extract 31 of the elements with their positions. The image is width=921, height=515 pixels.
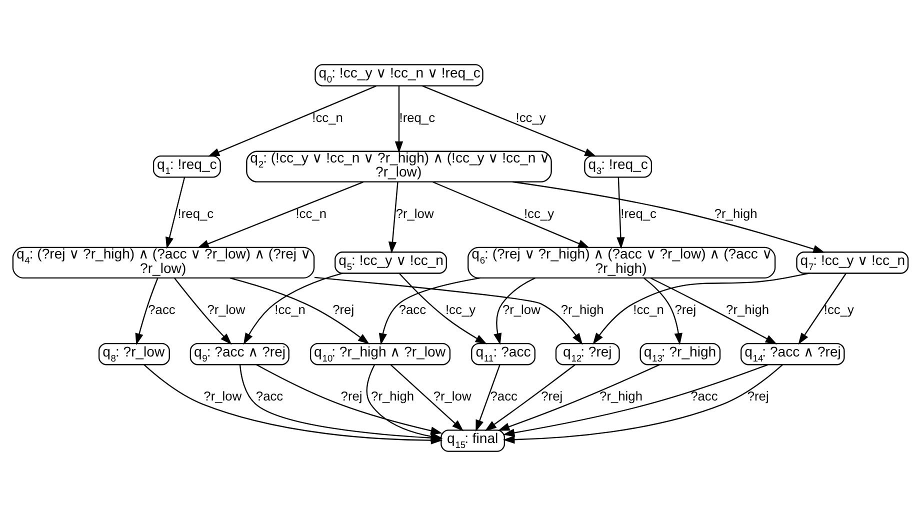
edge-label: ?acc	[690, 388, 718, 404]
edge-label: ?r_low	[207, 302, 246, 316]
edge-label: !cc_n	[274, 302, 306, 316]
edge-label: ?acc	[490, 388, 518, 404]
edge-label: ?r_low	[396, 205, 434, 220]
edge-label: !req_c	[620, 205, 656, 220]
edge-label: ?rej	[340, 388, 362, 404]
edge-label: ?acc	[398, 302, 426, 316]
edge-label: ?r_low	[204, 388, 242, 404]
edge-label: !req_c	[399, 109, 436, 124]
edge-label: ?r_high	[726, 302, 770, 316]
edge-label: !cc_n	[312, 109, 343, 124]
edge-label: !cc_n	[296, 205, 327, 220]
edge-label: !cc_y	[516, 109, 546, 124]
edge-label: !cc_y	[824, 302, 854, 316]
edge-label: ?rej	[747, 388, 769, 404]
edge-label: ?r_high	[714, 205, 758, 220]
edge-label: ?rej	[332, 302, 354, 316]
edge-label: ?acc	[148, 302, 176, 316]
edge-label: !cc_n	[633, 302, 664, 316]
edge-label: ?r_low	[433, 388, 472, 404]
edge-label: ?r_low	[502, 302, 540, 316]
edge-label: ?r_high	[560, 302, 604, 316]
edge-label: ?r_high	[371, 388, 414, 404]
edge-label: !cc_y	[445, 302, 476, 316]
edge-label: !req_c	[178, 205, 214, 220]
edge-label: ?r_high	[600, 388, 642, 404]
edge-label: ?acc	[256, 388, 284, 404]
edge-label: !cc_y	[524, 205, 554, 220]
edge-label: ?rej	[541, 388, 563, 404]
edge-label: ?rej	[674, 302, 696, 316]
